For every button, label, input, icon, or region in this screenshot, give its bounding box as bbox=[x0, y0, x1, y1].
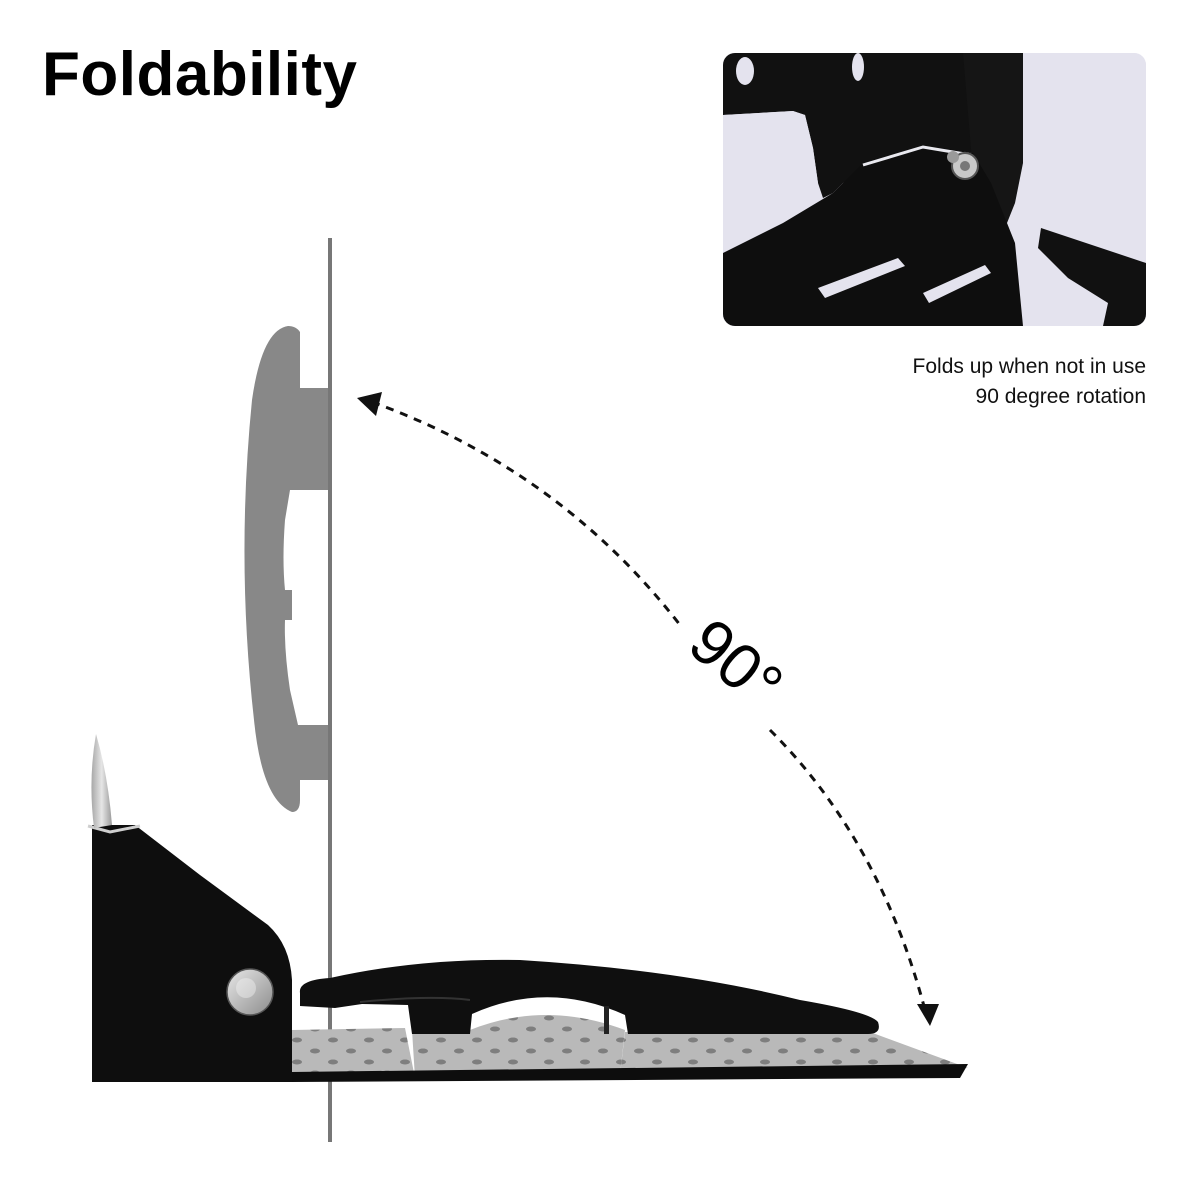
caption-line-2: 90 degree rotation bbox=[975, 385, 1146, 408]
angle-label: 90° bbox=[676, 604, 796, 721]
perforated-plate bbox=[292, 1015, 968, 1082]
caption: Folds up when not in use 90 degree rotat… bbox=[913, 352, 1146, 412]
wall-bracket bbox=[87, 824, 292, 1082]
mounting-pin bbox=[91, 734, 112, 828]
extended-shelf bbox=[299, 959, 879, 1034]
caption-line-1: Folds up when not in use bbox=[912, 355, 1146, 378]
page-title: Foldability bbox=[42, 40, 358, 109]
dashed-curved-double-arrow-icon bbox=[357, 392, 939, 1026]
hinge-closeup-image bbox=[723, 53, 1146, 326]
screw-head-icon bbox=[226, 968, 274, 1016]
folded-shelf bbox=[244, 326, 330, 812]
